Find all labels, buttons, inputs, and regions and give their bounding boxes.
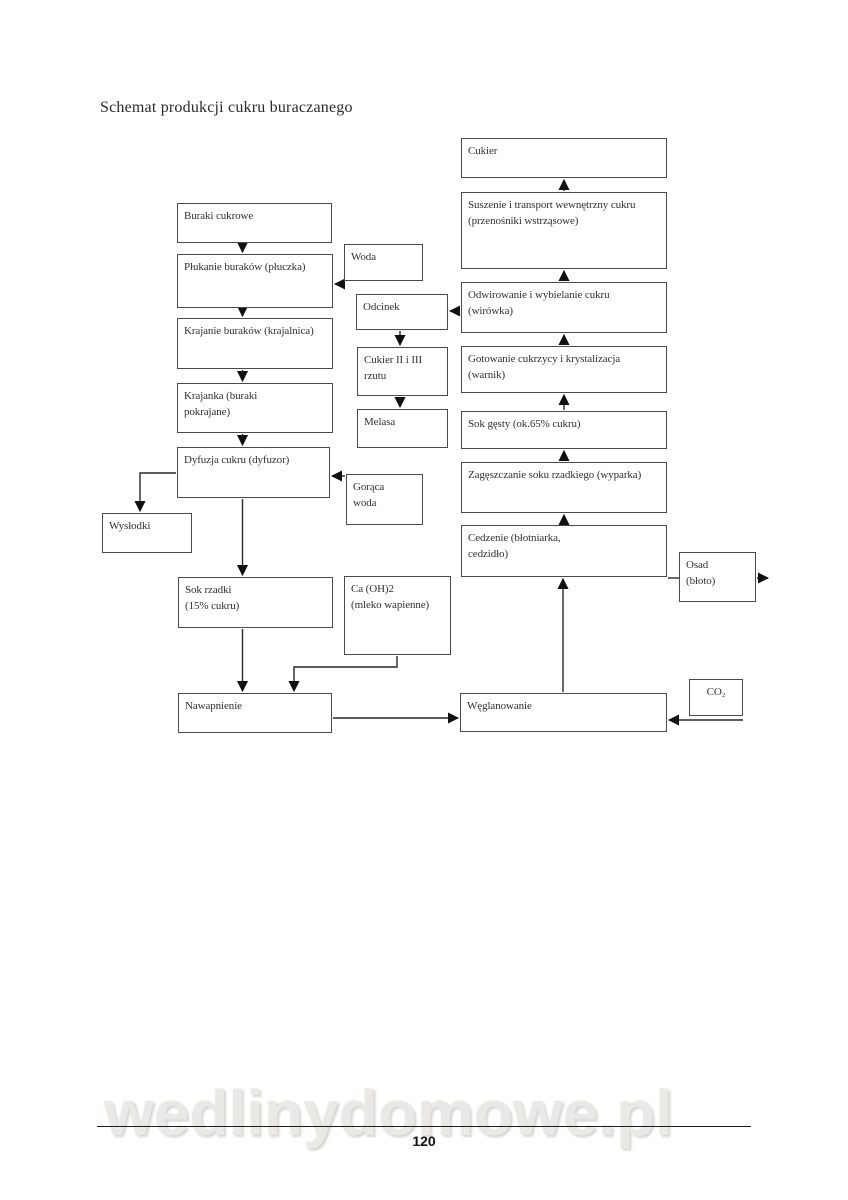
box-zageszczanie-soku: Zagęszczanie soku rzadkiego (wyparka)	[461, 462, 667, 513]
box-wyslodki: Wysłodki	[102, 513, 192, 553]
box-cukier: Cukier	[461, 138, 667, 178]
box-plukanie-burakow: Płukanie buraków (płuczka)	[177, 254, 333, 308]
box-weglanowanie: Węglanowanie	[460, 693, 667, 732]
box-krajanie-burakow: Krajanie buraków (krajalnica)	[177, 318, 333, 369]
page-number: 120	[412, 1133, 436, 1149]
box-buraki-cukrowe: Buraki cukrowe	[177, 203, 332, 243]
box-cukier-ii-iii-rzutu: Cukier II i III rzutu	[357, 347, 448, 396]
box-dyfuzja-cukru: Dyfuzja cukru (dyfuzor)	[177, 447, 330, 498]
box-melasa: Melasa	[357, 409, 448, 448]
box-sok-rzadki: Sok rzadki (15% cukru)	[178, 577, 333, 628]
box-osad-bloto: Osad (błoto)	[679, 552, 756, 602]
footer-divider	[97, 1126, 751, 1127]
box-goraca-woda: Gorąca woda	[346, 474, 423, 525]
watermark-text: wedlinydomowe.pl	[104, 1077, 673, 1149]
box-ca-oh2: Ca (OH)2 (mleko wapienne)	[344, 576, 451, 655]
page-title: Schemat produkcji cukru buraczanego	[100, 99, 353, 116]
box-woda: Woda	[344, 244, 423, 281]
box-odcinek: Odcinek	[356, 294, 448, 330]
box-sok-gesty: Sok gęsty (ok.65% cukru)	[461, 411, 667, 449]
box-krajanka: Krajanka (buraki pokrajane)	[177, 383, 333, 433]
box-odwirowanie-wybielanie: Odwirowanie i wybielanie cukru (wirówka)	[461, 282, 667, 333]
box-suszenie-transport: Suszenie i transport wewnętrzny cukru (p…	[461, 192, 667, 269]
box-nawapnienie: Nawapnienie	[178, 693, 332, 733]
arrow-dyfuzja-to-wyslodki	[134, 472, 176, 513]
arrow-ca-oh2-to-nawapnienie	[288, 656, 398, 693]
box-cedzenie: Cedzenie (błotniarka, cedzidło)	[461, 525, 667, 577]
box-co2: CO₂	[689, 679, 743, 716]
box-gotowanie-krystalizacja: Gotowanie cukrzycy i krystalizacja (warn…	[461, 346, 667, 393]
